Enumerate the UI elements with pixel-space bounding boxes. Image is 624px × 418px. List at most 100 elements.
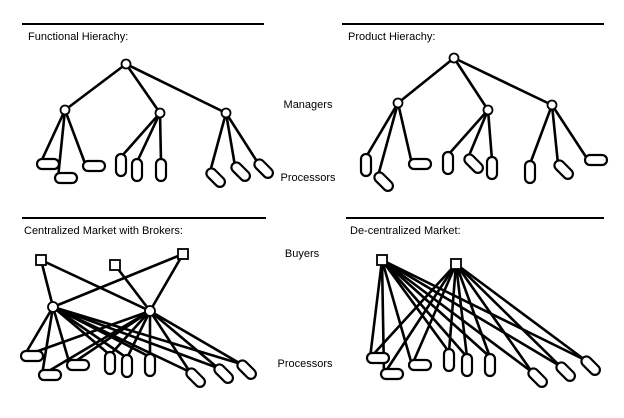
functional-processor	[53, 171, 79, 185]
product-edge-top-manager	[452, 56, 554, 107]
centralized-processor	[65, 358, 91, 372]
centralized-edge-broker-processor	[22, 305, 55, 358]
decentralized-processor	[527, 367, 548, 388]
product-manager-node	[392, 97, 404, 109]
product-edge-manager-processor	[446, 108, 490, 157]
centralized-edge-broker-processor	[51, 305, 220, 370]
centralized-edge-broker-processor	[40, 305, 55, 377]
decentralized-edge-buyer-processor	[368, 258, 384, 360]
decentralized-edge-buyer-processor	[380, 258, 534, 374]
centralized-edge-buyer-broker	[39, 258, 55, 309]
functional-processor	[205, 167, 226, 188]
decentralized-processor	[483, 352, 497, 378]
decentralized-processor	[580, 355, 601, 376]
centralized-edge-broker-processor	[68, 309, 152, 367]
functional-manager-node	[220, 107, 232, 119]
centralized-buyer-node	[35, 254, 47, 266]
functional-processor	[35, 157, 61, 171]
centralized-processor	[185, 367, 206, 388]
product-manager-node	[546, 99, 558, 111]
decentralized-edge-buyer-processor	[380, 258, 587, 362]
centralized-edge-broker-processor	[108, 309, 152, 357]
product-processor	[359, 152, 373, 178]
decentralized-edge-buyer-processor	[447, 262, 458, 354]
centralized-processor	[143, 352, 157, 378]
product-manager-node	[482, 104, 494, 116]
centralized-buyer-node	[109, 259, 121, 271]
product-edge-manager-processor	[486, 108, 494, 162]
functional-edge-manager-processor	[158, 111, 163, 164]
decentralized-edge-buyer-processor	[380, 258, 451, 354]
decentralized-edge-buyer-processor	[382, 262, 458, 376]
decentralized-processor	[442, 347, 456, 373]
decentralized-processor	[379, 367, 405, 381]
product-edge-manager-processor	[376, 101, 400, 178]
centralized-processor	[37, 368, 63, 382]
functional-edge-top-manager	[124, 62, 228, 115]
centralized-processor	[236, 359, 257, 380]
product-processor	[523, 159, 537, 185]
functional-hierarchy-title: Functional Hierachy:	[28, 31, 128, 43]
functional-processor	[253, 158, 274, 179]
centralized-buyer-node	[177, 248, 189, 260]
centralized-edge-broker-processor	[148, 309, 243, 366]
functional-edge-top-manager	[124, 62, 162, 115]
decentralized-edge-buyer-processor	[380, 258, 562, 368]
centralized-edge-broker-processor	[51, 305, 192, 374]
decentralized-edge-buyer-processor	[454, 262, 469, 359]
centralized-broker-node	[47, 301, 59, 313]
functional-edge-manager-processor	[135, 111, 162, 164]
product-edge-manager-processor	[364, 101, 400, 159]
product-processor	[485, 155, 499, 181]
product-processor	[553, 159, 574, 180]
centralized-edge-broker-processor	[148, 309, 220, 370]
processors-label-top: Processors	[280, 172, 336, 184]
product-processor	[583, 153, 609, 167]
functional-edge-manager-processor	[38, 108, 67, 166]
functional-edge-top-manager	[63, 62, 128, 112]
centralized-broker-node	[144, 305, 156, 317]
decentralized-edge-buyer-processor	[380, 258, 469, 359]
product-processor	[463, 153, 484, 174]
decentralized-edge-buyer-processor	[380, 258, 414, 367]
decentralized-edge-buyer-processor	[368, 262, 458, 360]
functional-top-node	[120, 58, 132, 70]
decentralized-processor	[555, 361, 576, 382]
nodes-layer	[19, 52, 609, 388]
product-hierarchy-title: Product Hierachy:	[348, 31, 435, 43]
decentralized-processor	[407, 358, 433, 372]
centralized-edge-buyer-broker	[148, 252, 185, 313]
decentralized-market-title: De-centralized Market:	[350, 225, 461, 237]
functional-manager-node	[154, 107, 166, 119]
product-edge-top-manager	[452, 56, 490, 112]
functional-edge-manager-processor	[224, 111, 260, 165]
decentralized-edge-buyer-processor	[454, 262, 492, 359]
decentralized-buyer-node	[376, 254, 388, 266]
centralized-edge-broker-processor	[51, 305, 72, 367]
centralized-processor	[213, 363, 234, 384]
functional-processor	[230, 161, 251, 182]
centralized-edge-broker-processor	[148, 309, 192, 374]
functional-edge-manager-processor	[63, 108, 88, 168]
functional-manager-node	[59, 104, 71, 116]
centralized-edge-buyer-broker	[113, 263, 152, 313]
managers-label: Managers	[284, 99, 333, 111]
buyers-label: Buyers	[285, 248, 320, 260]
centralized-market-title: Centralized Market with Brokers:	[24, 225, 183, 237]
product-processor	[373, 171, 394, 192]
decentralized-processor	[365, 351, 391, 365]
centralized-processor	[120, 353, 134, 379]
centralized-edge-buyer-broker	[51, 252, 185, 309]
centralized-edge-broker-processor	[22, 309, 152, 358]
functional-processor	[154, 157, 168, 183]
decentralized-edge-buyer-processor	[454, 262, 534, 374]
product-edge-manager-processor	[528, 103, 554, 166]
product-top-node	[448, 52, 460, 64]
edges-layer	[22, 56, 590, 377]
decentralized-processor	[460, 352, 474, 378]
product-edge-manager-processor	[466, 108, 490, 160]
product-processor	[441, 150, 455, 176]
centralized-edge-broker-processor	[125, 309, 152, 360]
decentralized-edge-buyer-processor	[454, 262, 562, 368]
